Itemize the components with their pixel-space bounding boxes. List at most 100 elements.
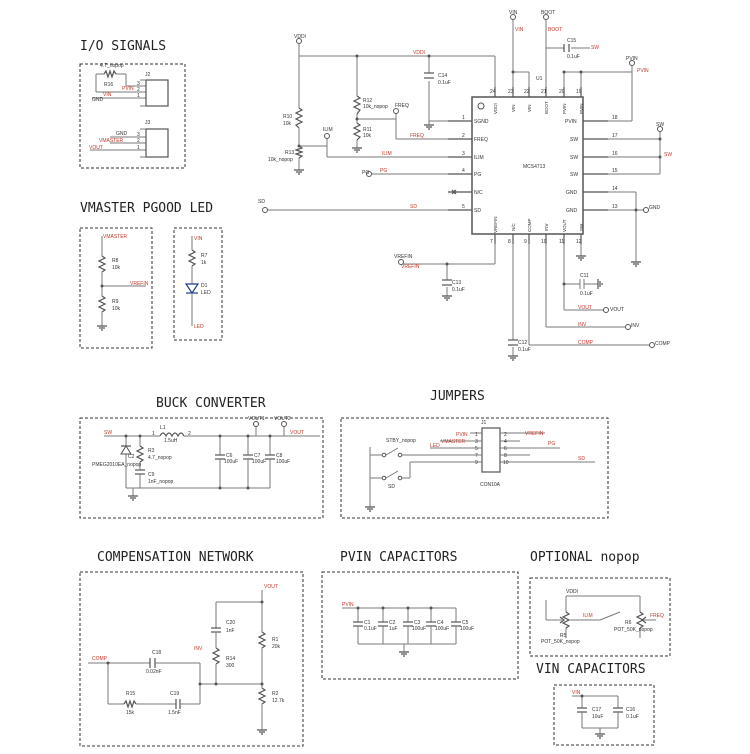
pvin-c3-value: 100uF [412,626,426,632]
c14-value: 0.1uF [438,80,451,86]
nc-x-mark [451,189,457,195]
ic-right-pins [583,120,608,211]
r8-value: 10k [112,265,121,271]
title-compensation-network: COMPENSATION NETWORK [97,550,254,565]
pin-num-7: 7 [490,239,493,245]
buck-diode-part: PMEG2010EA_nopop [92,462,141,468]
r16-ref: R16 [104,82,113,88]
pvin-c1-value: 0.1uF [364,626,377,632]
vmaster-divider-circuit [97,236,146,331]
title-vmaster-pgood-led: VMASTER PGOOD LED [80,201,213,216]
c6-value: 100uF [224,459,238,465]
pvin-capacitors-box [321,571,519,680]
j1-part: CON10A [480,482,501,488]
c11-ref: C11 [580,273,589,279]
ic-bottom-pins [494,234,582,244]
pin-name-sw-b: SW [570,155,578,161]
pin-num-9: 9 [524,239,527,245]
main-ground-symbols [294,124,641,361]
pvin-c2-ref: C2 [389,620,396,626]
pin-num-5: 5 [462,204,465,210]
l1-pin2: 2 [188,431,191,437]
net-label-comp-wire: COMP [578,340,594,346]
r13-ref: R13 [285,150,294,156]
j2-ref: J2 [145,72,151,78]
main-labels: VDDI VDDI VIN VIN BOOT BOOT SW PVIN PVIN… [258,10,672,353]
r3-value: 4.7_nopop [148,455,172,461]
ic-part-label: MCS4713 [523,164,545,170]
r10-value: 10k [283,121,292,127]
buck-vout1-label: VOUT1 [248,416,265,422]
net-label-inv-wire: INV [578,322,587,328]
pin-name-comp: COMP [527,219,532,233]
c2-ref-buck: C2 [128,454,135,460]
io-label-gnd-b: GND [116,131,128,137]
net-label-sw-wire: SW [664,152,672,158]
net-label-vout-right: VOUT [610,307,624,313]
pin-num-2: 2 [462,133,465,139]
vin-capacitors-circuit [572,694,623,739]
ic-ref-label: U1 [536,76,543,82]
net-label-vout-wire: VOUT [578,305,592,311]
r5-ref: R5 [560,633,567,639]
r3-ref: R3 [148,448,155,454]
j1-pin10: 10 [503,460,509,466]
c11-value: 0.1uF [580,291,593,297]
r12-ref: R12 [363,98,372,104]
title-jumpers: JUMPERS [430,389,485,404]
vin-c16-ref: C16 [626,707,635,713]
vmaster-box [79,227,153,349]
pin-name-pvin-b: PVIN [579,103,584,114]
j3-pin1: 1 [137,145,140,151]
pin-name-vin-b: VIN [527,104,532,112]
net-label-freq-top: FREQ [395,103,409,109]
main-resistors [294,95,362,159]
r14-value: 300 [226,663,235,669]
r15-value: 15k [126,710,135,716]
pin-num-4: 4 [462,168,465,174]
pin-num-16: 16 [612,151,618,157]
pin-name-pg: PG [474,172,481,178]
pin-num-21: 21 [541,89,547,95]
r8-ref: R8 [112,258,119,264]
io-label-pvin: PVIN [122,86,134,92]
jumpers-box [340,417,609,519]
net-label-ilim-top: ILIM [323,127,333,133]
io-label-vin: VIN [103,92,112,98]
pin-name-gnd-a: GND [566,190,578,196]
pvin-c4-value: 100uF [435,626,449,632]
r12-value: 10k_nopop [363,104,388,110]
net-label-sw-boot: SW [591,45,599,51]
c7-value: 100uF [252,459,266,465]
pin-name-sw-a: SW [570,137,578,143]
c6-ref: C6 [226,453,233,459]
vin-capacitors-box [553,684,655,746]
net-label-pvin-top: PVIN [626,56,638,62]
pgood-vin-label: VIN [194,236,203,242]
r14-ref: R14 [226,656,235,662]
ic-pin1-marker [477,102,485,110]
r2-value: 12.7k [272,698,285,704]
net-label-vrefin-wire: VREFIN [401,264,420,270]
c20-ref: C20 [226,620,235,626]
io-label-vmaster: VMASTER [99,138,124,144]
pin-num-nc: X [452,190,456,196]
r6-value: POT_50K_nopop [614,627,653,633]
pin-name-vin-a: VIN [511,104,516,112]
d1-value: LED [201,290,211,296]
pin-num-22: 22 [524,89,530,95]
jumper-net-vmaster: VMASTER [441,439,466,445]
jumper-net-vrefin: VREFIN [525,431,544,437]
pvin-caps-label: PVIN [342,602,354,608]
main-junction-dots [297,54,662,286]
optional-vddi-label: VDDI [566,589,578,595]
r1-ref: R1 [272,637,279,643]
net-label-pvin-wire: PVIN [637,68,649,74]
pvin-c4-ref: C4 [437,620,444,626]
c9-ref: C9 [148,472,155,478]
net-label-pg-left: PG [362,170,369,176]
j1-ref: J1 [481,420,487,426]
io-signals-box [79,63,186,169]
comp-inv-label: INV [194,646,203,652]
